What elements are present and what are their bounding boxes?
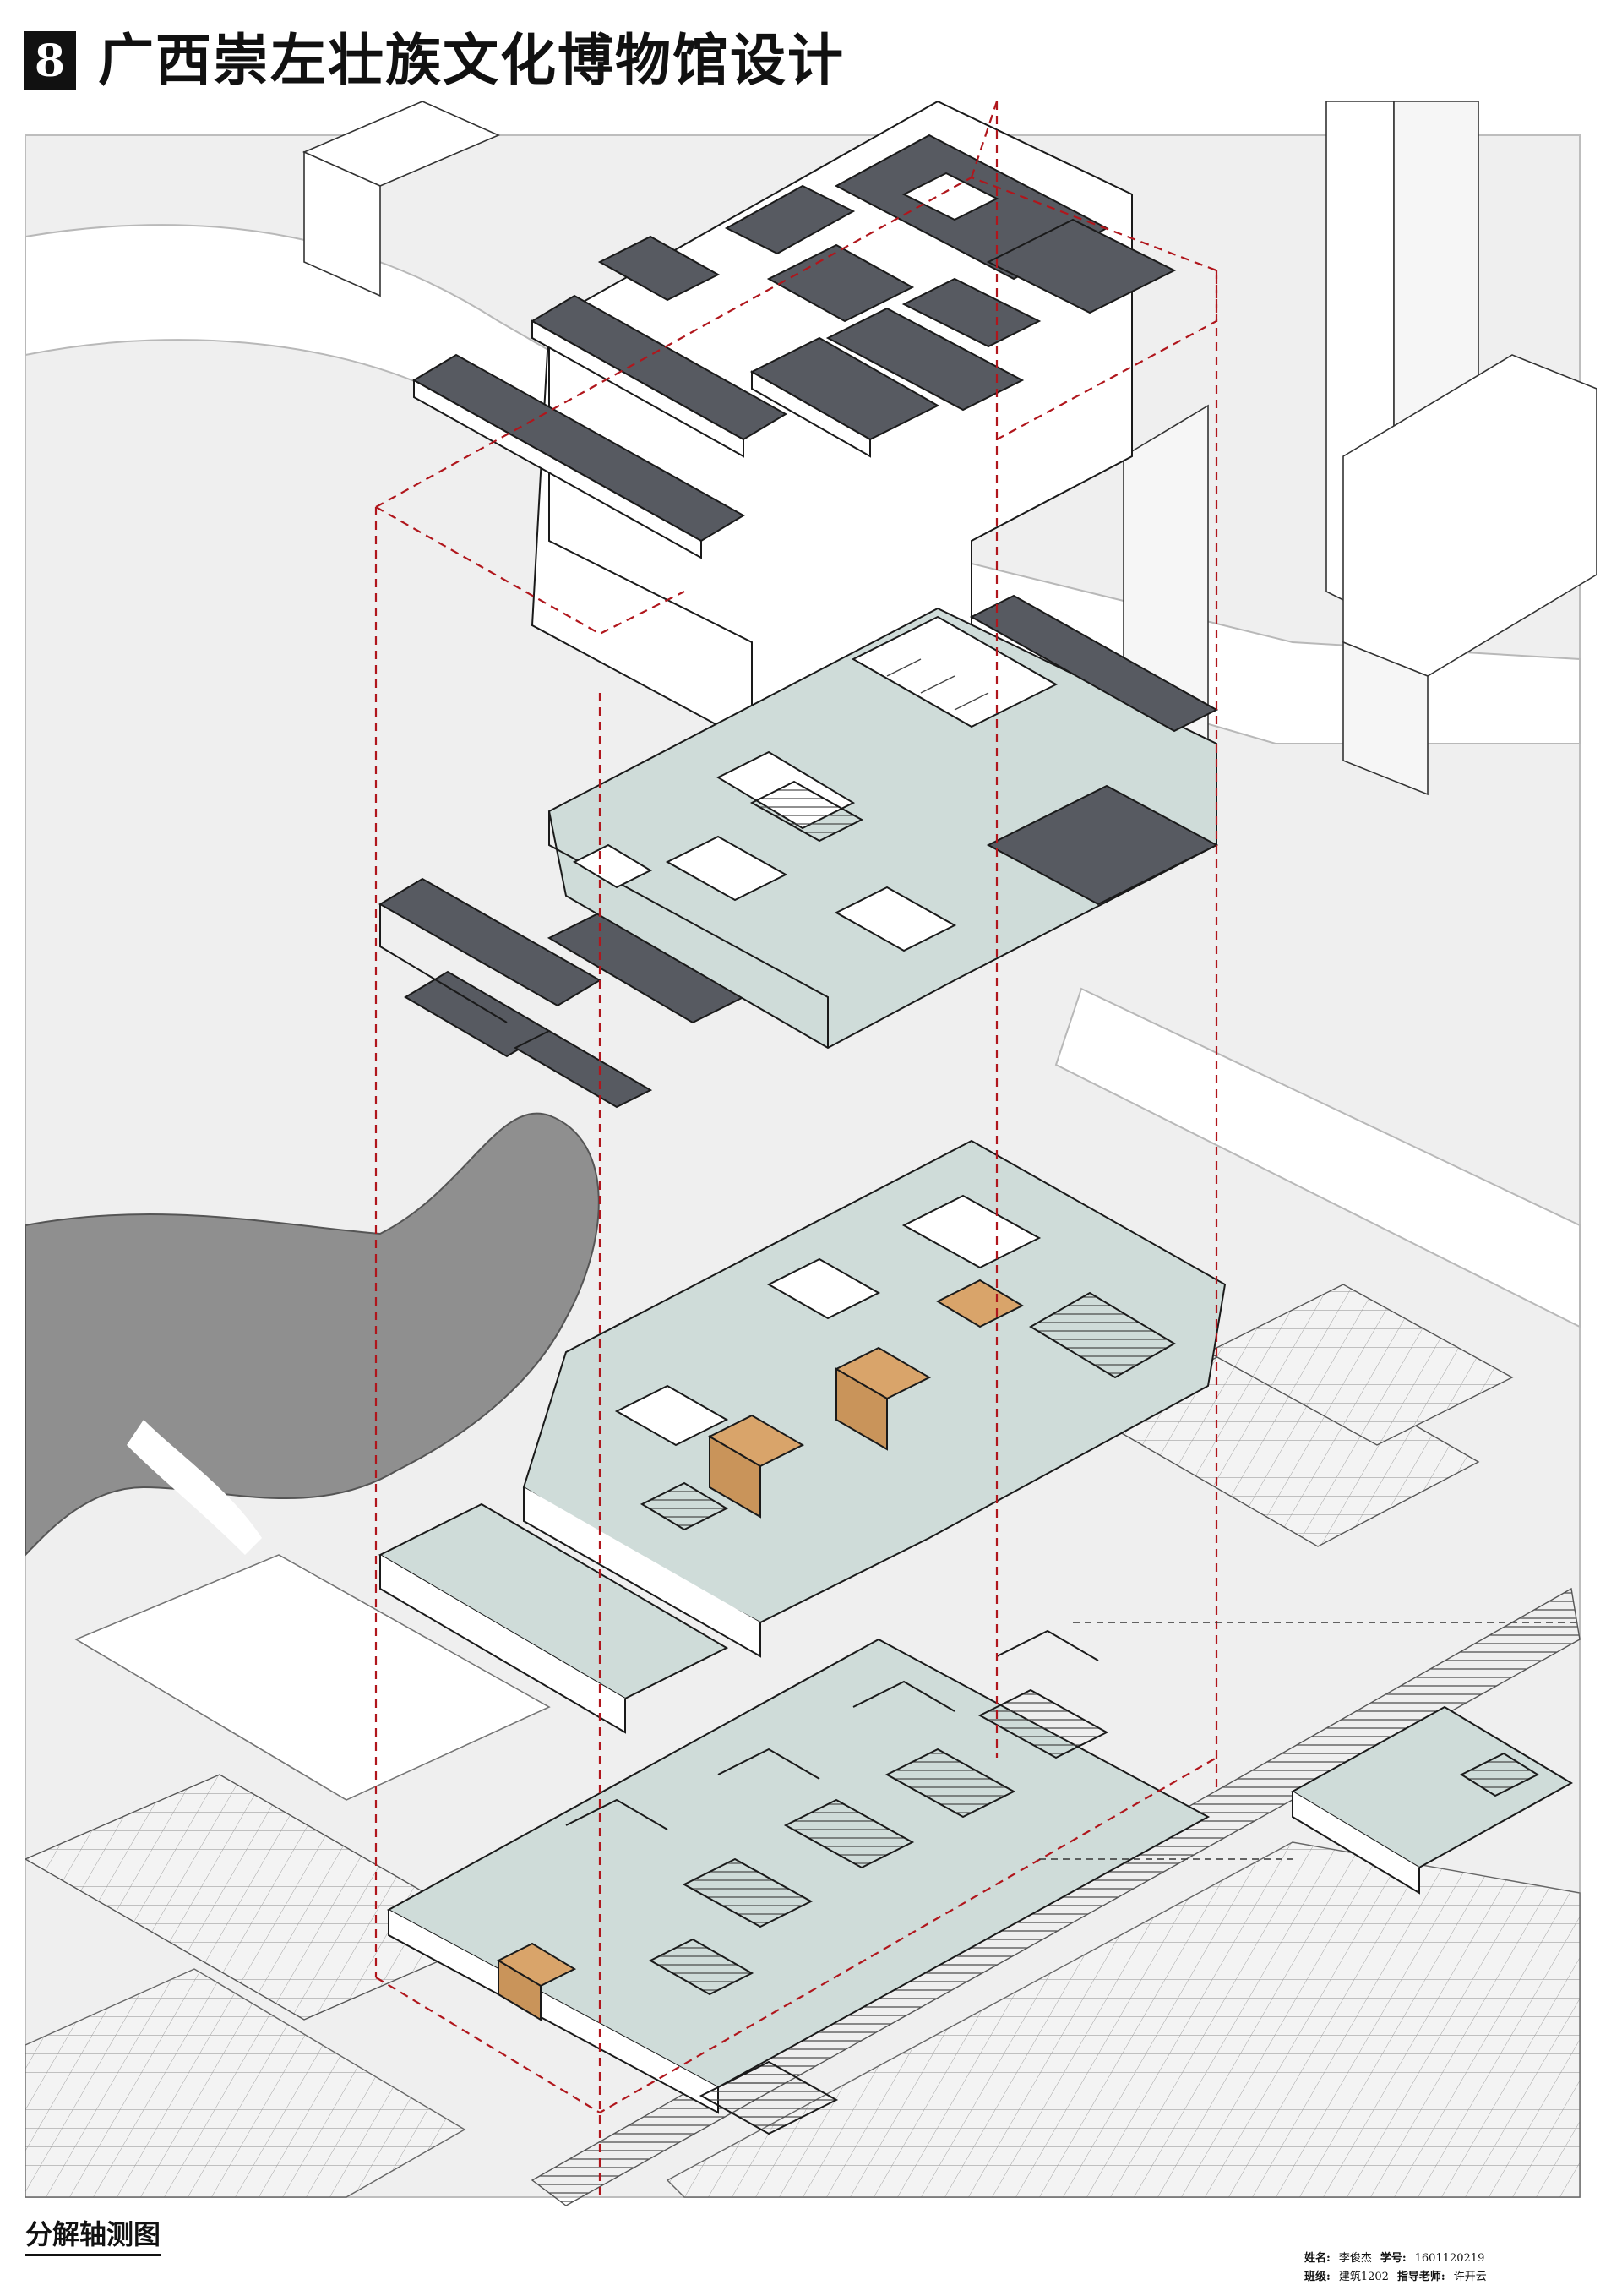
- roof-slab-5: [825, 307, 1025, 412]
- main-room-1: [614, 1384, 729, 1447]
- roof-slab-3: [597, 235, 721, 302]
- main-floor-level: [378, 1139, 1227, 1734]
- upper-rooms: [851, 615, 1059, 728]
- roof-level: [378, 101, 1177, 1109]
- ground-gallery-3: [884, 1748, 1016, 1819]
- ground-main-stair: [648, 1938, 754, 1996]
- upper-floor-plate: [547, 607, 1217, 1050]
- upper-floor-level: [547, 594, 1219, 1050]
- id-value: 1601120219: [1414, 2252, 1485, 2265]
- drawing-caption: 分解轴测图: [25, 2213, 161, 2256]
- advisor-value: 许开云: [1453, 2271, 1487, 2283]
- context-buildings: [302, 101, 1597, 796]
- upper-room-2: [665, 835, 788, 902]
- pavilion-stair: [1459, 1752, 1540, 1797]
- market-grid: [666, 1841, 1581, 2198]
- name-label: 姓名:: [1304, 2252, 1331, 2265]
- sheet-number-badge: 8: [24, 31, 76, 90]
- upper-stair: [749, 780, 864, 843]
- ground-walls: [565, 1629, 1099, 1830]
- projection-guides: [374, 101, 1580, 2197]
- ground-gallery-2: [783, 1798, 915, 1869]
- main-room-2: [901, 1194, 1042, 1269]
- guide-top-box-2: [375, 506, 685, 635]
- student-info-block: 姓名: 李俊杰 学号: 1601120219 班级: 建筑1202 指导老师: …: [1304, 2250, 1592, 2287]
- guide-lower: [375, 1757, 1217, 2114]
- road-upper: [25, 224, 1581, 744]
- guide-detached: [1039, 1622, 1580, 1860]
- roof-slab-6: [724, 184, 856, 255]
- advisor-label: 指导老师:: [1396, 2271, 1445, 2283]
- roof-slab-8: [986, 218, 1177, 314]
- info-row-name: 姓名: 李俊杰 学号: 1601120219: [1304, 2250, 1592, 2268]
- info-row-class: 班级: 建筑1202 指导老师: 许开云: [1304, 2268, 1592, 2287]
- roof-lower-mid-2: [513, 1029, 653, 1109]
- sheet-title: 广西崇左壮族文化博物馆设计: [98, 28, 845, 93]
- roof-slab-9: [901, 277, 1042, 348]
- road-diagonal: [1054, 987, 1581, 1328]
- roof-slab-7: [766, 243, 915, 323]
- wood-hall-3: [935, 1279, 1025, 1328]
- exploded-axonometric-drawing: [25, 101, 1597, 2206]
- sheet-header: 8 广西崇左壮族文化博物馆设计: [24, 24, 845, 98]
- ground-entrance-stair: [699, 2060, 839, 2135]
- market-grid-left: [25, 1968, 466, 2198]
- class-label: 班级:: [1304, 2271, 1331, 2283]
- auditorium-seating: [1029, 1291, 1176, 1379]
- ground-gallery-1: [682, 1857, 814, 1928]
- main-room-3: [766, 1257, 881, 1320]
- name-value: 李俊杰: [1338, 2252, 1372, 2265]
- upper-room-3: [834, 886, 957, 952]
- ground-floor-level: [386, 1629, 1573, 2135]
- id-label: 学号:: [1380, 2252, 1407, 2265]
- class-value: 建筑1202: [1338, 2271, 1389, 2283]
- upper-room-4: [572, 843, 653, 889]
- water-stream: [127, 1420, 262, 1555]
- ground-gallery-4: [977, 1688, 1109, 1759]
- main-stair: [640, 1481, 729, 1531]
